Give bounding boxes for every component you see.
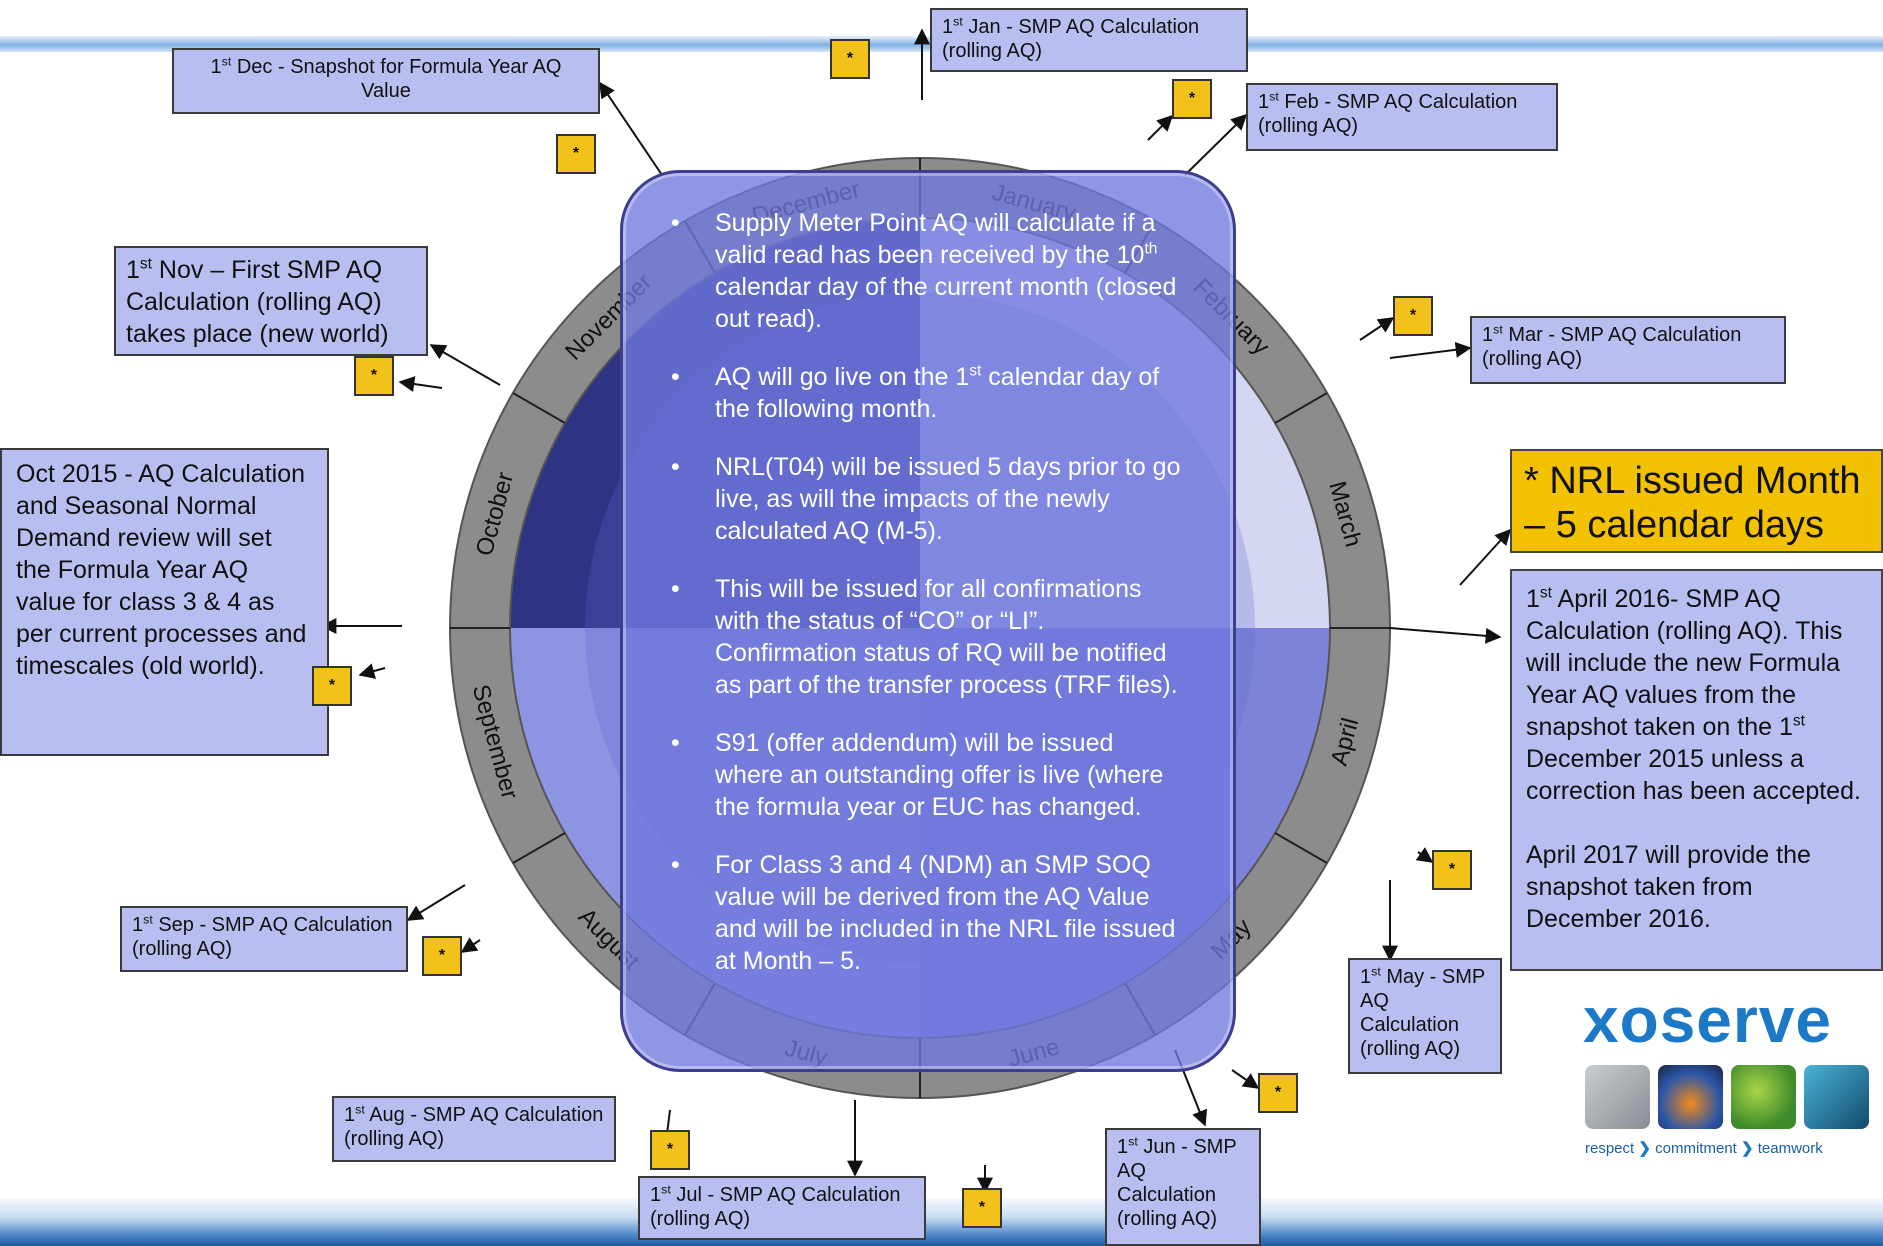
star-marker-dec: * (556, 134, 596, 174)
tagline-separator: ❯ (1740, 1140, 1754, 1157)
bullet-text: S91 (offer addendum) will be issued wher… (715, 729, 1164, 821)
tagline-commitment: commitment (1655, 1140, 1737, 1157)
callout-nov: 1st Nov – First SMP AQ Calculation (roll… (114, 246, 428, 356)
tagline-respect: respect (1585, 1140, 1635, 1157)
star-marker-jun-jul: * (962, 1188, 1002, 1228)
star-marker-dec-jan: * (830, 39, 870, 79)
arrow-jun-star (1231, 1069, 1260, 1089)
arrow-nov (429, 344, 501, 386)
bullet-text: AQ will go live on the 1st calendar day … (715, 362, 1160, 423)
info-bullet-item: • This will be issued for all confirmatio… (671, 573, 1183, 701)
arrow-aug-star (460, 937, 481, 953)
info-bullet-item: • NRL(T04) will be issued 5 days prior to… (671, 451, 1183, 547)
logo-wordmark: xoserve (1583, 984, 1832, 1056)
callout-oct: Oct 2015 - AQ Calculation and Seasonal N… (0, 448, 329, 756)
bullet-marker: • (671, 363, 680, 391)
star-marker-jul: * (650, 1130, 690, 1170)
star-marker-nov: * (354, 356, 394, 396)
star-marker-sep: * (312, 666, 352, 706)
bullet-marker: • (671, 453, 680, 481)
bullet-text: NRL(T04) will be issued 5 days prior to … (715, 453, 1181, 545)
logo-photo-flame (1658, 1065, 1723, 1129)
tagline-separator: ❯ (1638, 1140, 1651, 1157)
arrow-feb-star (1147, 114, 1174, 141)
bullet-text: For Class 3 and 4 (NDM) an SMP SOQ value… (715, 851, 1176, 975)
bullet-text: This will be issued for all confirmation… (715, 575, 1178, 699)
info-bullet-item: • Supply Meter Point AQ will calculate if… (671, 207, 1183, 335)
arrow-mar-star (1359, 317, 1395, 341)
callout-may: 1st May - SMP AQ Calculation (rolling AQ… (1348, 958, 1502, 1074)
nrl-issued-banner: * NRL issued Month – 5 calendar days (1510, 449, 1883, 553)
star-marker-may-jun: * (1258, 1073, 1298, 1113)
callout-jan: 1st Jan - SMP AQ Calculation (rolling AQ… (930, 8, 1248, 72)
arrow-nrl (1459, 528, 1512, 586)
star-marker-feb-mar: * (1393, 296, 1433, 336)
april-note-para1: 1st April 2016- SMP AQ Calculation (roll… (1526, 584, 1861, 805)
callout-dec: 1st Dec - Snapshot for Formula Year AQ V… (172, 48, 600, 114)
arrow-apr-star (1415, 847, 1434, 863)
month-divider (1274, 392, 1328, 424)
star-marker-apr: * (1432, 850, 1472, 890)
callout-sep: 1st Sep - SMP AQ Calculation (rolling AQ… (120, 906, 408, 972)
logo-photo-leaves (1731, 1065, 1796, 1129)
callout-feb: 1st Feb - SMP AQ Calculation (rolling AQ… (1246, 83, 1558, 151)
arrow-dec (599, 81, 663, 176)
bullet-marker: • (671, 575, 680, 603)
arrow-nov-star (398, 376, 443, 392)
logo-photo-strip (1585, 1065, 1869, 1129)
info-bullet-item: • For Class 3 and 4 (NDM) an SMP SOQ valu… (671, 849, 1183, 977)
callout-mar: 1st Mar - SMP AQ Calculation (rolling AQ… (1470, 316, 1786, 384)
bullet-marker: • (671, 851, 680, 879)
april-note-para2: April 2017 will provide the snapshot tak… (1526, 841, 1811, 933)
bullet-marker: • (671, 729, 680, 757)
arrow-apr (1389, 627, 1502, 644)
april-callout: 1st April 2016- SMP AQ Calculation (roll… (1510, 569, 1883, 971)
bullet-text: Supply Meter Point AQ will calculate if … (715, 209, 1177, 333)
callout-jul: 1st Jul - SMP AQ Calculation (rolling AQ… (638, 1176, 926, 1240)
callout-arrows (320, 28, 1512, 1194)
callout-aug: 1st Aug - SMP AQ Calculation (rolling AQ… (332, 1096, 616, 1162)
star-marker-aug: * (422, 936, 462, 976)
callout-jun: 1st Jun - SMP AQ Calculation (rolling AQ… (1105, 1128, 1261, 1246)
logo-photo-circuit (1804, 1065, 1869, 1129)
center-info-panel: • Supply Meter Point AQ will calculate if… (620, 170, 1236, 1072)
month-divider (512, 832, 566, 864)
month-divider (512, 392, 566, 424)
arrow-sep-star (358, 663, 386, 679)
star-marker-jan-feb: * (1172, 79, 1212, 119)
info-bullet-item: • S91 (offer addendum) will be issued whe… (671, 727, 1183, 823)
logo-tagline: respect ❯ commitment ❯ teamwork (1585, 1139, 1823, 1157)
xoserve-logo: xoserve respect ❯ commitment ❯ teamwork (1575, 985, 1875, 1165)
logo-photo-meter (1585, 1065, 1650, 1129)
tagline-teamwork: teamwork (1757, 1140, 1823, 1157)
bottom-footer-band (0, 1198, 1883, 1246)
month-divider (1274, 832, 1328, 864)
arrow-aug (406, 884, 466, 921)
arrow-feb (1184, 113, 1248, 176)
bullet-marker: • (671, 209, 680, 237)
arrow-mar (1389, 341, 1472, 359)
info-bullet-item: • AQ will go live on the 1st calendar day… (671, 361, 1183, 425)
info-bullet-list: • Supply Meter Point AQ will calculate if… (671, 207, 1183, 977)
